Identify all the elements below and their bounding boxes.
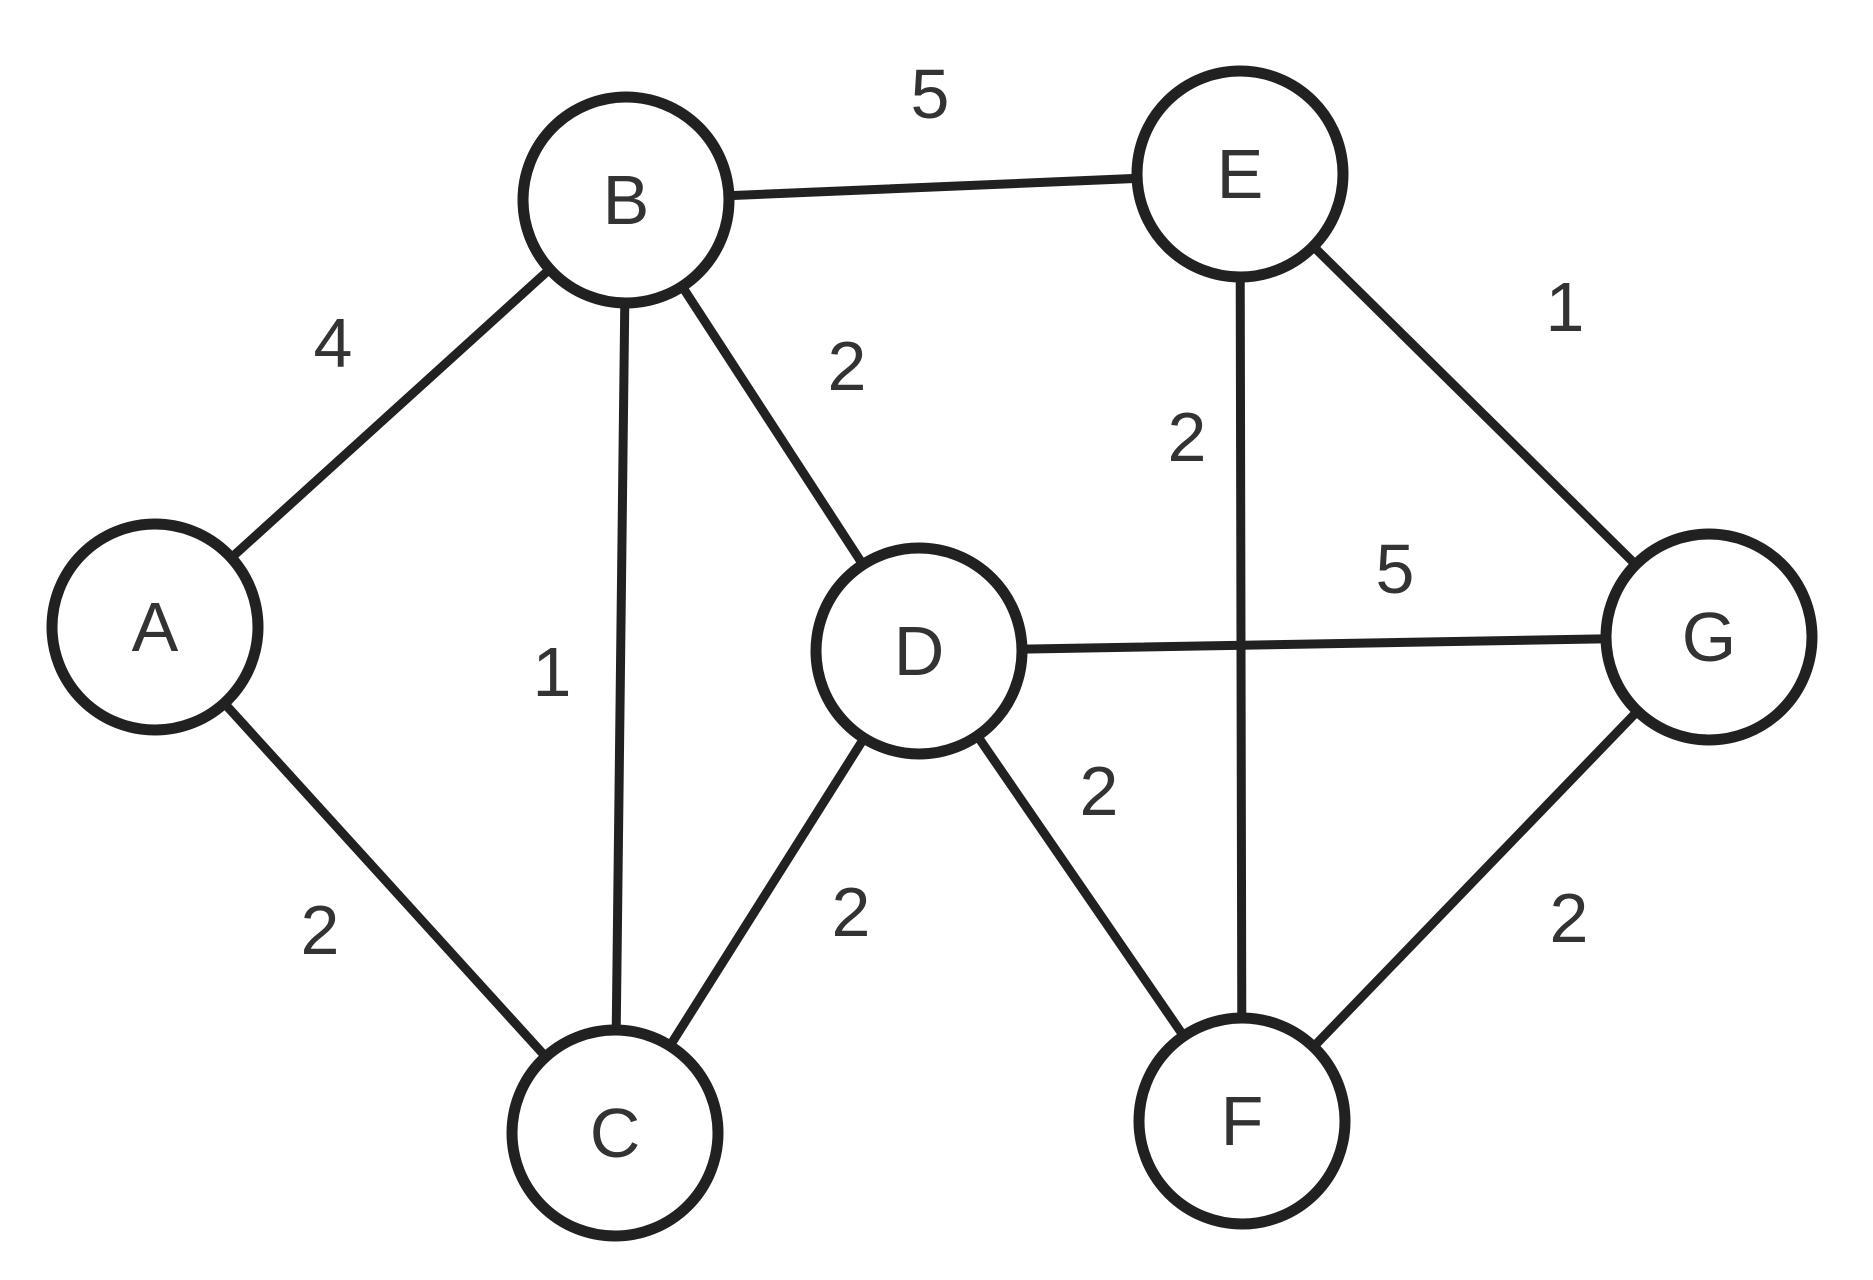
node-circle-f bbox=[1133, 1012, 1351, 1230]
node-b: B bbox=[517, 91, 735, 309]
node-e: E bbox=[1131, 65, 1349, 283]
edge-e-f bbox=[1235, 169, 1247, 1126]
node-label-e: E bbox=[1217, 135, 1264, 213]
node-circle-d bbox=[810, 542, 1028, 760]
node-label-c: C bbox=[590, 1094, 641, 1172]
node-label-g: G bbox=[1682, 598, 1736, 676]
nodes-layer: A B C D E F G bbox=[46, 65, 1818, 1242]
node-a: A bbox=[46, 518, 264, 736]
weight-label-b-d: 2 bbox=[828, 327, 867, 405]
edge-e-g bbox=[1235, 169, 1714, 642]
weight-label-a-c: 2 bbox=[301, 891, 340, 969]
node-circle-c bbox=[506, 1024, 724, 1242]
edge-f-g bbox=[1237, 632, 1714, 1126]
node-circle-b bbox=[517, 91, 735, 309]
node-circle-g bbox=[1600, 528, 1818, 746]
weight-label-a-b: 4 bbox=[314, 304, 353, 382]
node-g: G bbox=[1600, 528, 1818, 746]
weight-label-e-f: 2 bbox=[1168, 398, 1207, 476]
weight-label-f-g: 2 bbox=[1550, 879, 1589, 957]
weight-label-c-d: 2 bbox=[832, 873, 871, 951]
node-circle-e bbox=[1131, 65, 1349, 283]
weights-layer: 4 2 1 2 5 2 2 5 2 1 2 bbox=[301, 55, 1589, 969]
edge-b-c bbox=[610, 195, 631, 1138]
node-circle-a bbox=[46, 518, 264, 736]
node-label-b: B bbox=[603, 161, 650, 239]
edge-a-c bbox=[150, 622, 620, 1138]
weight-label-e-g: 1 bbox=[1546, 268, 1585, 346]
weight-label-b-e: 5 bbox=[911, 55, 950, 133]
node-d: D bbox=[810, 542, 1028, 760]
weight-label-d-f: 2 bbox=[1080, 752, 1119, 830]
node-c: C bbox=[506, 1024, 724, 1242]
node-label-d: D bbox=[894, 612, 945, 690]
node-label-a: A bbox=[132, 588, 179, 666]
weight-label-b-c: 1 bbox=[533, 633, 572, 711]
node-f: F bbox=[1133, 1012, 1351, 1230]
weight-label-d-g: 5 bbox=[1376, 530, 1415, 608]
node-label-f: F bbox=[1221, 1082, 1264, 1160]
edge-d-g bbox=[914, 632, 1714, 656]
